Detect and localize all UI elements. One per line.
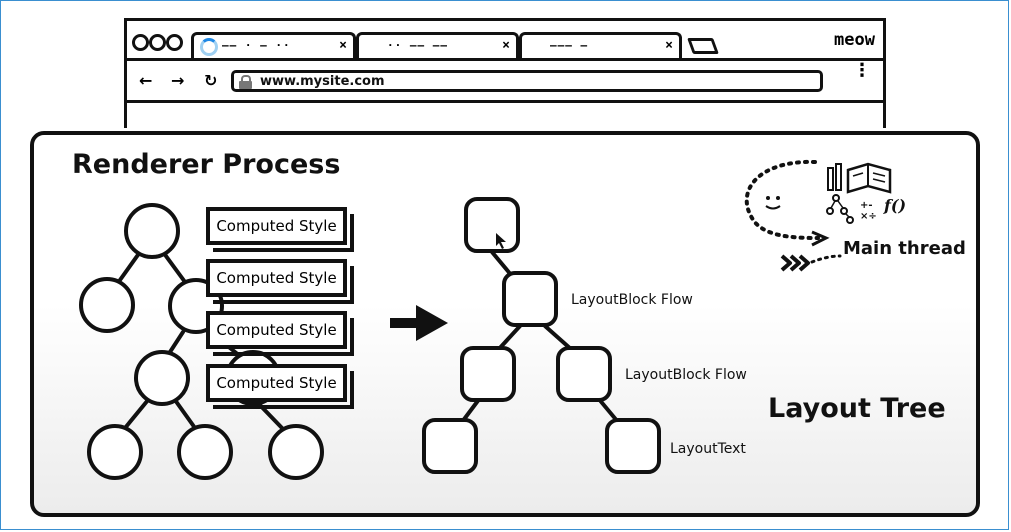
dom-node <box>268 424 324 480</box>
browser-window: —— · — ·· × ·· —— —— × ——— — × meow ← → … <box>124 18 886 128</box>
dom-node <box>177 424 233 480</box>
layout-node <box>460 346 516 402</box>
close-icon[interactable]: × <box>665 38 673 53</box>
layout-node <box>422 418 478 474</box>
layout-block-flow-label: LayoutBlock Flow <box>571 292 693 308</box>
computed-style-box: Computed Style <box>206 259 354 304</box>
close-icon[interactable]: × <box>502 38 510 53</box>
window-control-dot[interactable] <box>132 34 149 51</box>
transform-arrow-icon <box>390 305 448 341</box>
tab-title: ——— — <box>550 39 589 52</box>
window-control-dot[interactable] <box>149 34 166 51</box>
close-icon[interactable]: × <box>339 38 347 53</box>
layout-block-flow-label: LayoutBlock Flow <box>625 367 747 383</box>
dom-node <box>87 424 143 480</box>
panel-title: Renderer Process <box>72 149 341 180</box>
tab-3[interactable]: ——— — × <box>519 32 682 58</box>
svg-text:×÷: ×÷ <box>860 211 877 222</box>
computed-style-box: Computed Style <box>206 311 354 356</box>
window-label: meow <box>834 30 875 50</box>
main-thread-doodle: +- ×÷ f() <box>744 159 906 272</box>
dom-node <box>124 203 180 259</box>
layout-tree-title: Layout Tree <box>768 393 946 424</box>
tab-2[interactable]: ·· —— —— × <box>356 32 519 58</box>
svg-text:+-: +- <box>860 200 873 211</box>
layout-node <box>556 346 612 402</box>
address-text: www.mysite.com <box>260 74 385 89</box>
layout-node <box>464 197 520 253</box>
window-control-dot[interactable] <box>166 34 183 51</box>
dom-node <box>79 277 135 333</box>
dom-node <box>134 350 190 406</box>
tab-title: —— · — ·· <box>222 39 291 52</box>
cursor-icon <box>496 233 506 249</box>
layout-node <box>502 271 558 327</box>
address-bar[interactable]: www.mysite.com <box>231 70 823 92</box>
computed-style-box: Computed Style <box>206 364 354 409</box>
forward-arrow-icon[interactable]: → <box>171 71 185 90</box>
tab-1[interactable]: —— · — ·· × <box>191 32 356 58</box>
main-thread-label: Main thread <box>843 238 966 259</box>
browser-toolbar: ← → ↻ www.mysite.com ⋮ <box>127 61 883 103</box>
tab-bar: —— · — ·· × ·· —— —— × ——— — × meow <box>127 21 883 61</box>
layout-text-label: LayoutText <box>670 441 746 457</box>
reload-icon[interactable]: ↻ <box>204 71 218 90</box>
fx-label: f() <box>883 196 906 215</box>
tab-title: ·· —— —— <box>387 39 448 52</box>
back-arrow-icon[interactable]: ← <box>139 71 153 90</box>
layout-node <box>605 418 661 474</box>
computed-style-box: Computed Style <box>206 207 354 252</box>
lock-icon <box>239 75 252 89</box>
loading-icon <box>200 38 218 56</box>
